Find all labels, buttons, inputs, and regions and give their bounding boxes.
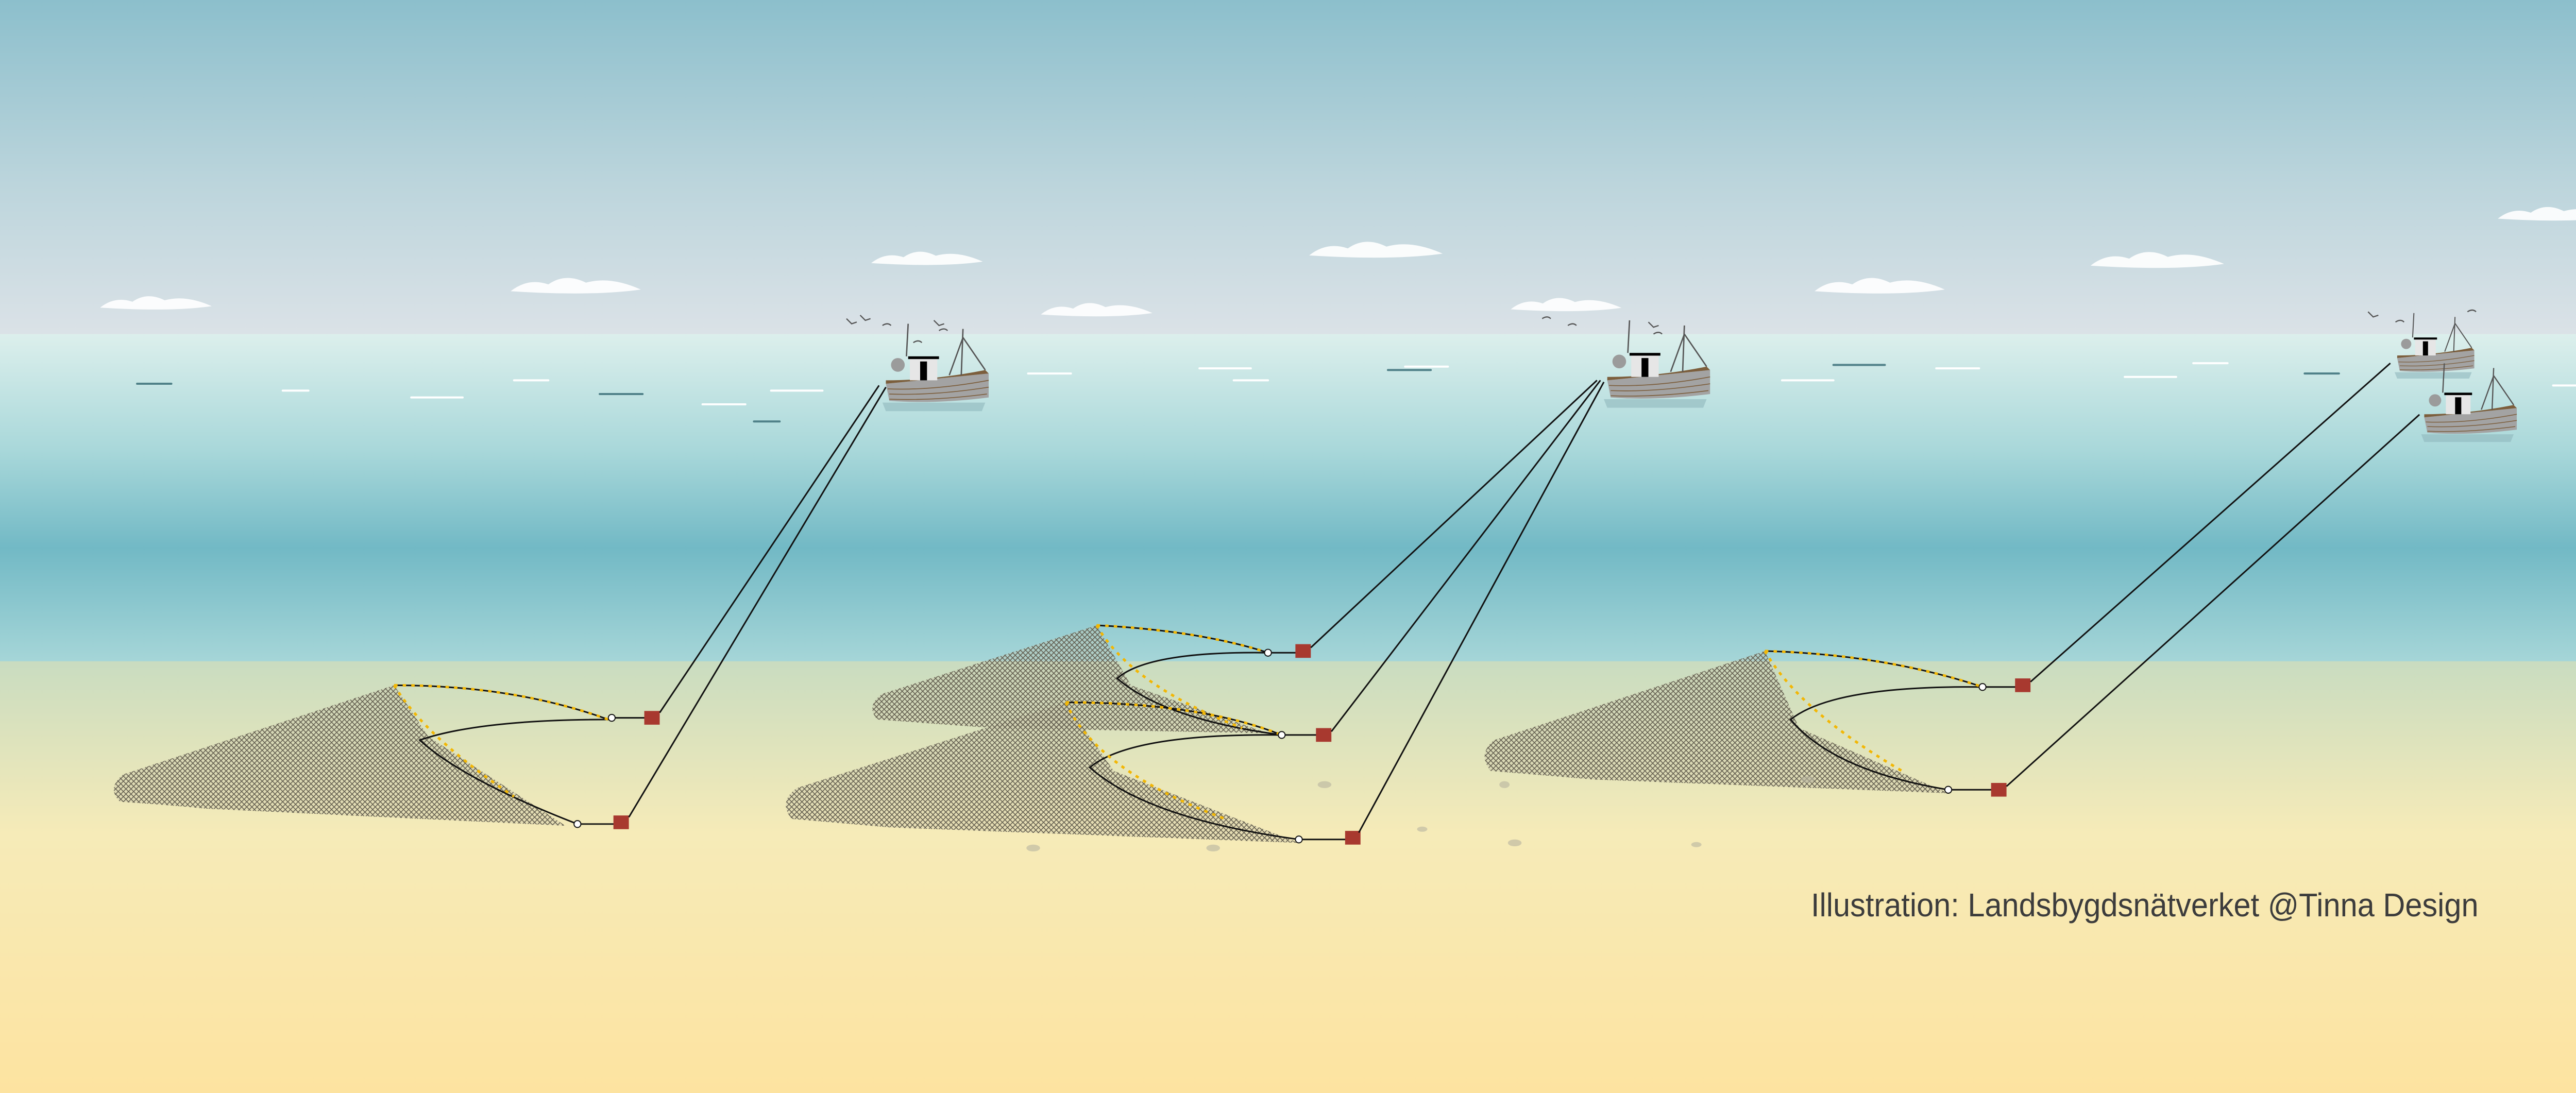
sea-sparkles: [281, 362, 2576, 405]
birds: [846, 309, 2477, 344]
sea: [0, 334, 2576, 663]
otter-board: [1295, 644, 1311, 658]
trawl-net-4: [1484, 362, 2420, 797]
trawl-net-2: [872, 624, 1282, 736]
otter-board: [1316, 728, 1332, 742]
otter-board: [1991, 782, 2007, 797]
illustration-credit: Illustration: Landsbygdsnätverket @Tinna…: [1811, 886, 2479, 924]
trawl-net-1: [113, 385, 887, 829]
trawl-net-3: [786, 380, 1605, 845]
seabed: [0, 661, 2576, 1093]
seabed-stones: [1026, 776, 1815, 852]
trawl-nets: [113, 362, 2420, 845]
otter-board: [613, 815, 629, 829]
otter-board: [2015, 678, 2031, 692]
otter-board: [644, 711, 660, 725]
sea-shadows: [136, 364, 2340, 423]
sky: [0, 0, 2576, 336]
otter-board: [1345, 831, 1361, 845]
